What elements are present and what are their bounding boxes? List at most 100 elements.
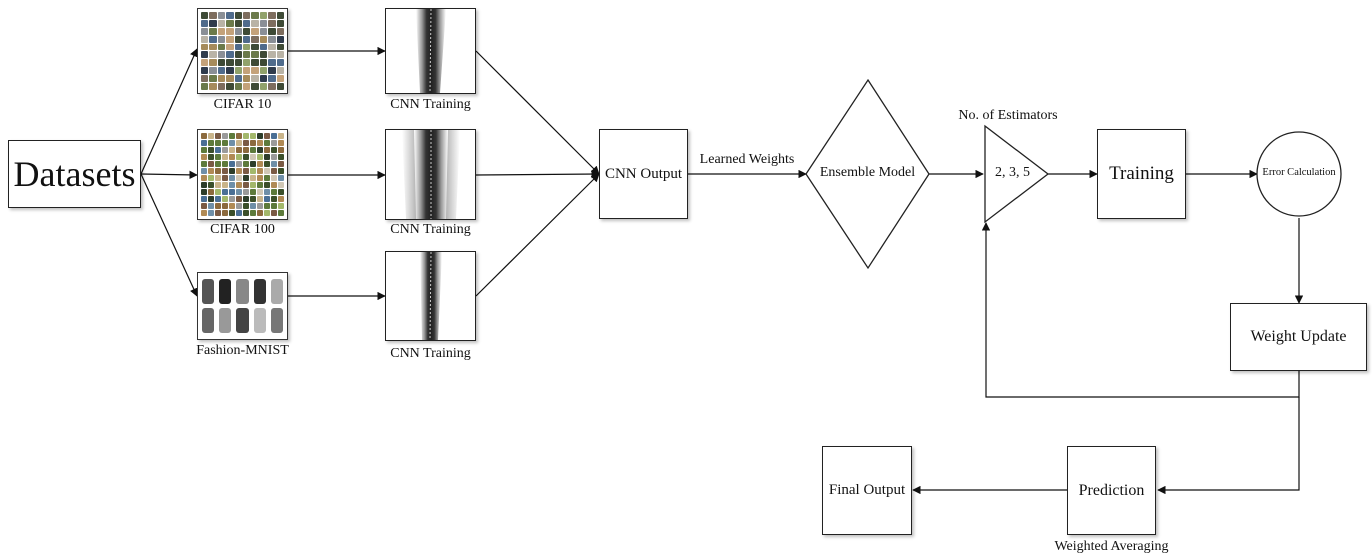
thumbnail-tile — [221, 153, 229, 161]
thumbnail-tile — [277, 160, 284, 168]
thumbnail-tile — [221, 139, 229, 147]
thumbnail-tile — [277, 195, 284, 203]
thumbnail-tile — [207, 174, 215, 182]
thumbnail-tile — [242, 202, 250, 210]
thumbnail-tile — [249, 153, 257, 161]
arrow-datasets-to-fashion-mnist — [140, 173, 198, 297]
training-box: Training — [1097, 129, 1186, 219]
thumbnail-tile — [235, 139, 243, 147]
thumbnail-tile — [270, 181, 278, 189]
cnn-layers-icon — [416, 8, 446, 94]
thumbnail-tile — [259, 27, 268, 35]
thumbnail-tile — [263, 153, 271, 161]
thumbnail-tile — [259, 75, 268, 83]
thumbnail-tile — [253, 279, 266, 304]
thumbnail-tile — [217, 83, 226, 90]
thumbnail-tile — [256, 195, 264, 203]
thumbnail-tile — [209, 83, 217, 90]
thumbnail-tile — [276, 51, 284, 59]
thumbnail-tile — [209, 27, 217, 35]
thumbnail-tile — [235, 133, 243, 140]
thumbnail-tile — [268, 59, 276, 67]
thumbnail-tile — [214, 195, 222, 203]
thumbnail-tile — [228, 181, 236, 189]
thumbnail-tile — [201, 83, 209, 90]
thumbnail-tile — [202, 308, 215, 333]
thumbnail-tile — [201, 27, 209, 35]
thumbnail-tile — [263, 202, 271, 210]
thumbnail-tile — [277, 202, 284, 210]
thumbnail-tile — [201, 202, 208, 210]
thumbnail-tile — [243, 27, 251, 35]
thumbnail-tile — [234, 12, 242, 19]
thumbnail-tile — [242, 209, 250, 216]
cnn-output-box: CNN Output — [599, 129, 688, 219]
thumbnail-tile — [209, 19, 217, 27]
arrow-cnn3-to-output — [475, 173, 600, 297]
thumbnail-tile — [207, 195, 215, 203]
thumbnail-tile — [242, 174, 250, 182]
thumbnail-tile — [242, 146, 250, 154]
thumbnail-tile — [263, 133, 271, 140]
thumbnail-tile — [234, 19, 242, 27]
no-of-estimators-label: No. of Estimators — [958, 108, 1058, 123]
thumbnail-tile — [263, 160, 271, 168]
thumbnail-tile — [256, 174, 264, 182]
thumbnail-tile — [251, 19, 259, 27]
thumbnail-tile — [268, 83, 276, 90]
cifar10-label: CIFAR 10 — [213, 97, 272, 112]
thumbnail-tile — [207, 181, 215, 189]
thumbnail-tile — [249, 146, 257, 154]
thumbnail-tile — [207, 202, 215, 210]
thumbnail-tile — [256, 167, 264, 175]
thumbnail-tile — [256, 146, 264, 154]
thumbnail-tile — [234, 27, 242, 35]
thumbnail-tile — [270, 202, 278, 210]
thumbnail-tile — [268, 12, 276, 19]
thumbnail-tile — [270, 146, 278, 154]
thumbnail-tile — [251, 83, 259, 90]
thumbnail-tile — [228, 133, 236, 140]
thumbnail-tile — [201, 19, 209, 27]
thumbnail-tile — [243, 19, 251, 27]
thumbnail-tile — [268, 27, 276, 35]
thumbnail-tile — [201, 209, 208, 216]
thumbnail-tile — [221, 160, 229, 168]
fashion-mnist-thumbnail-icon — [197, 272, 288, 340]
thumbnail-tile — [263, 167, 271, 175]
thumbnail-tile — [268, 51, 276, 59]
thumbnail-tile — [221, 202, 229, 210]
learned-weights-label: Learned Weights — [699, 152, 795, 167]
thumbnail-tile — [228, 160, 236, 168]
thumbnail-tile — [234, 51, 242, 59]
error-calculation-label: Error Calculation — [1262, 167, 1336, 178]
thumbnail-tile — [276, 59, 284, 67]
cnn-layers-icon — [420, 251, 442, 341]
thumbnail-tile — [259, 19, 268, 27]
estimators-values-label: 2, 3, 5 — [995, 165, 1030, 180]
thumbnail-tile — [242, 167, 250, 175]
cnn-output-label: CNN Output — [604, 165, 683, 182]
thumbnail-tile — [251, 27, 259, 35]
cifar100-label: CIFAR 100 — [210, 222, 275, 237]
thumbnail-tile — [228, 195, 236, 203]
thumbnail-tile — [259, 67, 268, 75]
thumbnail-tile — [226, 43, 234, 51]
thumbnail-tile — [270, 279, 283, 304]
thumbnail-tile — [234, 35, 242, 43]
thumbnail-tile — [201, 59, 209, 67]
thumbnail-tile — [228, 209, 236, 216]
thumbnail-tile — [209, 35, 217, 43]
thumbnail-tile — [228, 139, 236, 147]
ensemble-model-diamond — [805, 78, 930, 270]
thumbnail-tile — [249, 174, 257, 182]
thumbnail-tile — [268, 35, 276, 43]
thumbnail-tile — [249, 133, 257, 140]
thumbnail-tile — [249, 167, 257, 175]
weight-update-box: Weight Update — [1230, 303, 1367, 371]
thumbnail-tile — [249, 160, 257, 168]
thumbnail-tile — [243, 35, 251, 43]
thumbnail-tile — [263, 209, 271, 216]
prediction-label: Prediction — [1078, 481, 1145, 499]
thumbnail-tile — [276, 83, 284, 90]
